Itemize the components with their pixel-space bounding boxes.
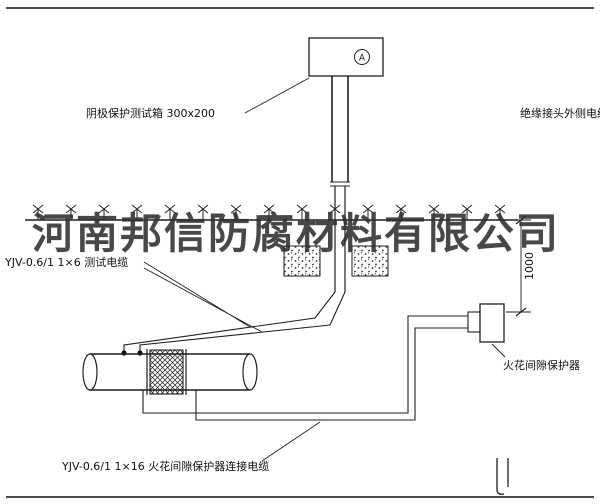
spark-gap-cable-1 <box>142 315 468 414</box>
joint-flanges <box>146 349 187 395</box>
protector-terminal <box>467 311 481 333</box>
cable-weld-dot <box>121 350 127 356</box>
pipe-end-right <box>242 353 258 391</box>
leader-test-cable <box>143 261 263 333</box>
partial-pipe-symbol <box>496 458 509 495</box>
concrete-block-right <box>351 245 389 277</box>
conduit-upper <box>331 76 349 182</box>
concrete-block-left <box>283 245 321 277</box>
spark-gap-circuit <box>142 303 505 421</box>
leader-spark-gap <box>491 343 506 358</box>
riser-conduit <box>330 76 350 292</box>
dimension-ticks <box>515 215 527 317</box>
pipe-end-left <box>82 353 98 391</box>
test-cable-1 <box>123 291 336 351</box>
leader-test-box <box>244 77 310 114</box>
label-test-box: 阴极保护测试箱 300x200 <box>86 106 215 120</box>
label-right-cable: 绝缘接头外侧电缆 <box>520 106 600 120</box>
test-box <box>308 37 384 77</box>
cable-weld-dot <box>137 350 143 356</box>
test-cables <box>121 291 346 356</box>
label-test-cable: YJV-0.6/1 1×6 测试电缆 <box>4 256 128 269</box>
watermark-text: 河南邦信防腐材料有限公司 <box>32 209 560 258</box>
ammeter-symbol <box>354 49 370 65</box>
conduit-lower <box>334 186 346 292</box>
pipeline <box>82 349 258 395</box>
spark-gap-protector <box>479 303 505 343</box>
spark-gap-cable-2 <box>195 327 468 421</box>
label-bottom-cable: YJV-0.6/1 1×16 火花间隙保护器连接电缆 <box>61 459 269 473</box>
dimension-value: 1000 <box>523 252 536 280</box>
ammeter-letter: A <box>359 54 366 64</box>
leader-bottom-cable <box>261 421 321 462</box>
label-spark-gap: 火花间隙保护器 <box>503 358 580 372</box>
test-cable-2 <box>139 291 346 351</box>
ground-line-group <box>25 204 518 221</box>
dimension-1000: 1000 <box>506 215 536 317</box>
conduit-joint <box>330 181 350 187</box>
insulating-joint <box>149 349 184 395</box>
